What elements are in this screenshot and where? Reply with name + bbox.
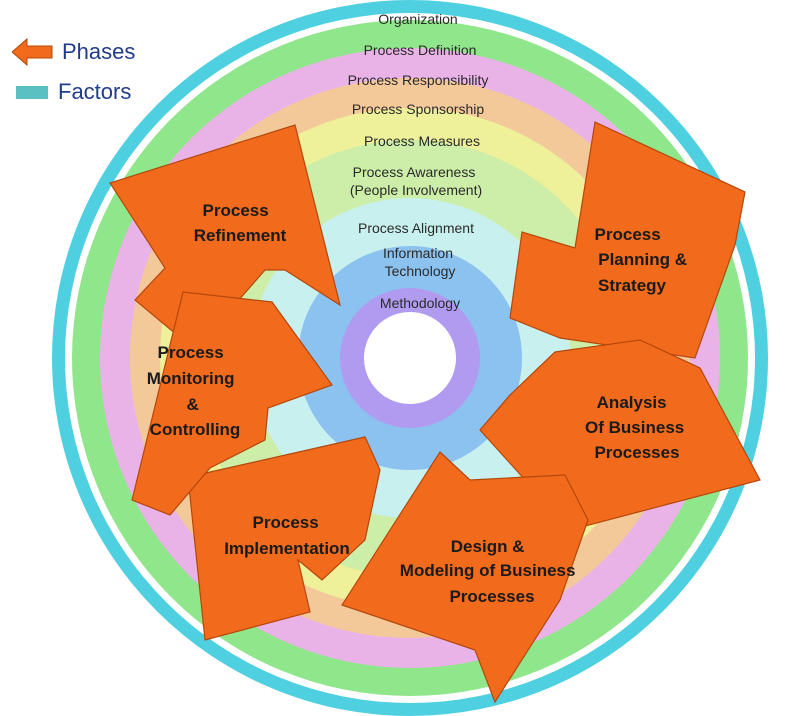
factor-label: Technology <box>385 263 456 279</box>
factor-label: Process Sponsorship <box>352 101 485 117</box>
legend-phases: Phases <box>12 32 135 72</box>
legend-factors: Factors <box>12 72 135 112</box>
ring-center <box>364 312 456 404</box>
legend: Phases Factors <box>12 32 135 112</box>
phase-label-refinement: Process Refinement <box>194 201 287 245</box>
phase-labels: Process Refinement Process Planning & St… <box>147 201 692 606</box>
factor-label: Methodology <box>380 295 460 311</box>
factor-labels: Organization Process Definition Process … <box>348 11 489 311</box>
legend-factors-label: Factors <box>58 79 132 104</box>
factor-label: (People Involvement) <box>350 182 482 198</box>
phase-arrow-planning <box>509 121 746 359</box>
phase-arrow-implementation <box>187 436 381 641</box>
phase-label-design: Design & Modeling of Business Processes <box>400 537 580 606</box>
phase-arrow-icon <box>12 37 53 67</box>
factor-label: Information <box>383 245 453 261</box>
phase-arrow-design <box>341 451 589 704</box>
factor-swatch-icon <box>16 85 48 99</box>
phase-label-planning: Process Planning & Strategy <box>595 225 692 295</box>
phase-arrows <box>109 121 761 704</box>
factor-label: Organization <box>378 11 457 27</box>
factor-label: Process Definition <box>364 42 477 58</box>
legend-phases-label: Phases <box>62 39 136 64</box>
factor-label: Process Awareness <box>353 164 476 180</box>
phase-label-implementation: Process Implementation <box>224 513 350 558</box>
phase-label-monitoring: Process Monitoring & Controlling <box>147 343 241 439</box>
phase-arrow-monitoring <box>131 291 333 516</box>
factor-label: Process Responsibility <box>348 72 489 88</box>
phase-label-analysis: Analysis Of Business Processes <box>585 393 689 462</box>
phase-arrow-refinement <box>109 124 341 351</box>
factor-label: Process Measures <box>364 133 480 149</box>
factor-label: Process Alignment <box>358 220 474 236</box>
